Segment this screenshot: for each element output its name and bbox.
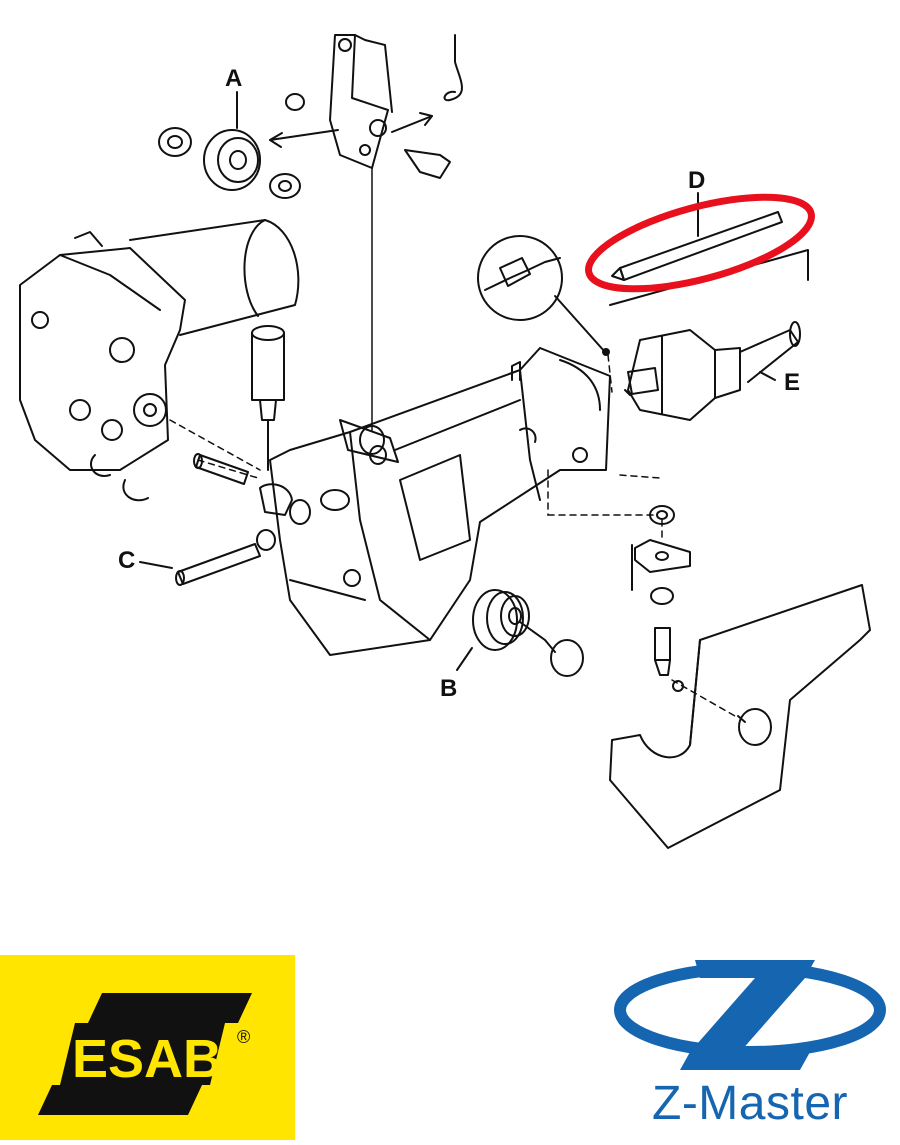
esab-logo: ESAB ® (0, 955, 295, 1140)
highlight-ellipse (585, 193, 815, 293)
lever-bracket (269, 34, 463, 179)
assembly-lines (169, 354, 736, 717)
inset-detail (477, 235, 610, 356)
feeder-body (259, 347, 611, 656)
callout-d: D (688, 167, 705, 194)
tension-knob (251, 325, 285, 471)
callout-c: C (118, 547, 135, 574)
mounting-hardware (631, 505, 691, 692)
exploded-parts-diagram: A B C D E (19, 34, 871, 849)
zmaster-emblem (614, 960, 886, 1070)
zmaster-logo: Z-Master (600, 948, 900, 1140)
guide-pin (193, 453, 249, 485)
part-a-bearing (158, 127, 301, 199)
drive-motor (19, 219, 300, 502)
callout-e: E (784, 369, 800, 396)
part-c-pin (139, 529, 276, 586)
cover-plate (609, 584, 871, 849)
esab-logo-text: ESAB (72, 1029, 222, 1089)
callout-b: B (440, 675, 457, 702)
zmaster-logo-text: Z-Master (652, 1077, 848, 1130)
part-e-outlet-guide (624, 321, 801, 421)
esab-registered-mark: ® (237, 1027, 250, 1047)
callout-a: A (225, 65, 242, 92)
part-b-pulley (456, 589, 584, 677)
